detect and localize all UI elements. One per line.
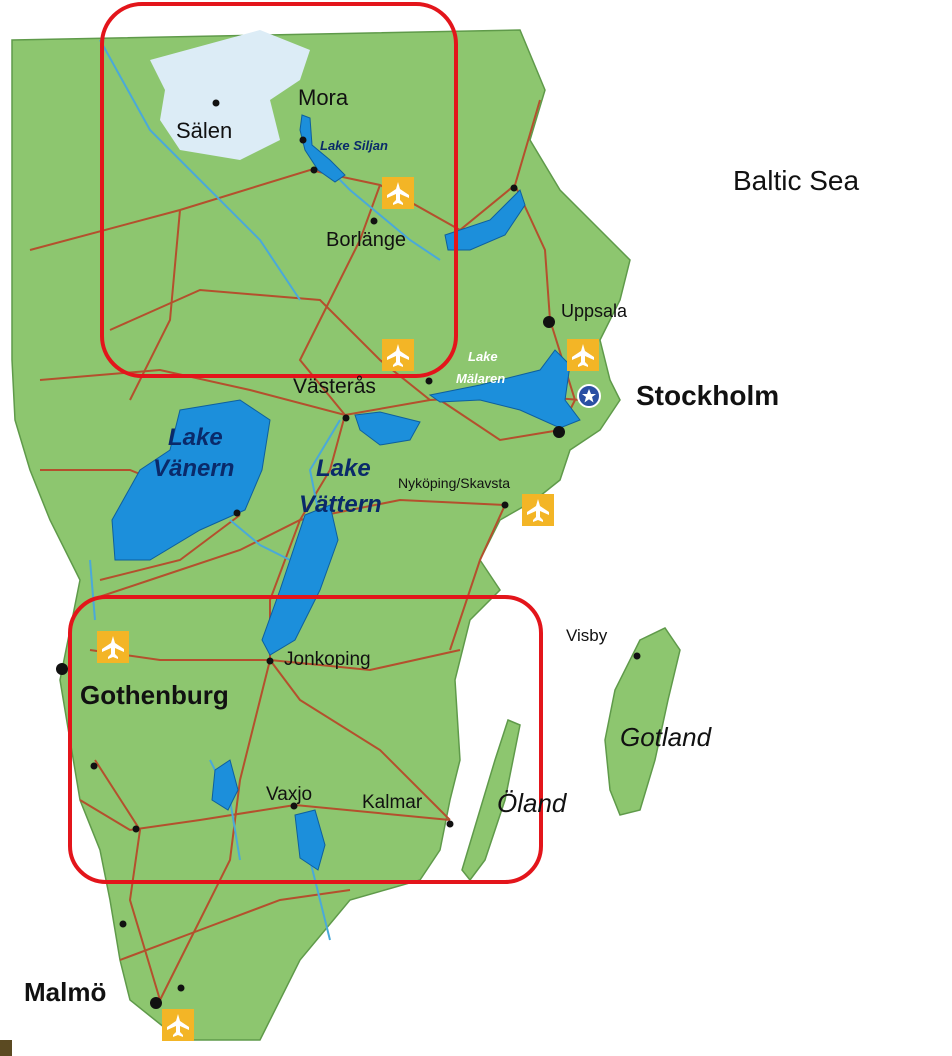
lake-label-vattern-1: Lake <box>316 455 371 482</box>
lake-dalalven-shape <box>444 189 526 251</box>
city-label-jonkoping: Jonkoping <box>284 649 371 670</box>
city-label-borlange: Borlänge <box>326 229 406 251</box>
airplane-icon <box>162 1009 194 1041</box>
city-label-nykoping: Nyköping/Skavsta <box>398 475 510 491</box>
city-label-kalmar: Kalmar <box>362 792 423 813</box>
lake-label-vanern-1: Lake <box>168 424 223 451</box>
lake-malaren-shape <box>428 349 581 429</box>
airplane-icon <box>522 494 554 526</box>
lake-small-vaxjo <box>294 809 326 871</box>
lake-hjalmaren-shape <box>354 411 421 446</box>
city-label-mora: Mora <box>298 85 349 110</box>
sea-label: Baltic Sea <box>733 165 859 196</box>
lake-label-siljan: Lake Siljan <box>320 138 388 153</box>
star-icon <box>577 384 601 408</box>
airplane-icon <box>382 339 414 371</box>
lake-vanern-shape <box>111 399 271 561</box>
lake-vattern-shape <box>261 504 339 656</box>
highlight-box-north <box>100 2 458 378</box>
airplane-icon <box>97 631 129 663</box>
island-label-oland: Öland <box>497 788 568 818</box>
airplane-icon <box>382 177 414 209</box>
city-label-uppsala: Uppsala <box>561 301 628 321</box>
highland-snow <box>150 30 310 160</box>
city-label-salen: Sälen <box>176 118 232 143</box>
gotland-island <box>604 627 681 816</box>
capital-label: Stockholm <box>636 380 779 411</box>
lake-label-malaren-1: Lake <box>468 349 498 364</box>
airplane-icon <box>567 339 599 371</box>
corner-mark <box>0 1040 12 1056</box>
city-label-vasteras: Västerås <box>293 375 376 398</box>
city-label-malmo: Malmö <box>24 977 106 1007</box>
city-label-gothenburg: Gothenburg <box>80 680 229 710</box>
lake-label-malaren-2: Mälaren <box>456 371 505 386</box>
highlight-box-south <box>68 595 543 884</box>
city-dots <box>56 99 641 1009</box>
lake-small-west <box>211 759 239 811</box>
city-label-visby: Visby <box>566 626 608 645</box>
lake-label-vattern-2: Vättern <box>299 491 382 518</box>
city-label-vaxjo: Vaxjo <box>266 784 312 805</box>
lake-label-vanern-2: Vänern <box>153 455 234 482</box>
island-label-gotland: Gotland <box>620 722 713 752</box>
